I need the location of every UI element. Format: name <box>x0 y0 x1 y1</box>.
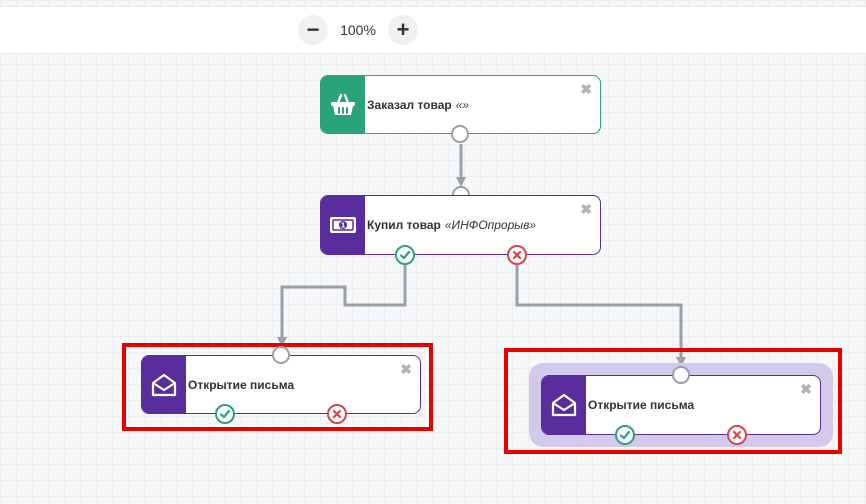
node-title-text: Заказал товар <box>367 97 452 112</box>
node-email-open-left[interactable]: Открытие письма ✖ <box>141 355 421 414</box>
cross-icon <box>732 430 742 440</box>
output-port[interactable] <box>451 125 469 143</box>
node-icon-box <box>542 376 586 434</box>
node-icon-box: 1 <box>321 196 365 254</box>
node-close-icon[interactable]: ✖ <box>400 361 412 377</box>
node-param: «» <box>455 97 470 112</box>
node-title: Открытие письма <box>188 377 295 392</box>
zoom-out-button[interactable]: − <box>298 15 328 45</box>
check-icon <box>399 250 411 260</box>
svg-text:1: 1 <box>341 222 346 230</box>
wire-yes-to-left <box>277 264 407 347</box>
input-port[interactable] <box>672 366 690 384</box>
node-icon-box <box>321 76 365 133</box>
node-title: Открытие письма <box>588 398 695 412</box>
cross-icon <box>512 250 522 260</box>
node-title-text: Купил товар <box>367 218 441 232</box>
yes-port[interactable] <box>215 404 235 424</box>
node-ordered-product[interactable]: Заказал товар«» ✖ <box>320 75 601 134</box>
node-close-icon[interactable]: ✖ <box>580 201 592 217</box>
highlight-box <box>122 343 433 431</box>
node-param: «ИНФОпрорыв» <box>444 218 537 232</box>
money-icon: 1 <box>330 217 356 233</box>
node-bought-product[interactable]: 1 Купил товар«ИНФОпрорыв» ✖ <box>320 195 601 255</box>
node-close-icon[interactable]: ✖ <box>580 81 592 97</box>
node-title: Заказал товар«» <box>367 98 469 112</box>
node-email-open-right[interactable]: Открытие письма ✖ <box>541 375 821 435</box>
zoom-level: 100% <box>340 22 376 38</box>
input-port[interactable] <box>272 346 290 364</box>
yes-port[interactable] <box>615 425 635 445</box>
no-port[interactable] <box>507 245 527 265</box>
node-title: Купил товар«ИНФОпрорыв» <box>367 218 536 232</box>
zoom-in-button[interactable]: + <box>388 15 418 45</box>
node-close-icon[interactable]: ✖ <box>800 381 812 397</box>
check-icon <box>619 430 631 440</box>
node-icon-box <box>142 356 186 413</box>
toolbar: − 100% + <box>0 6 866 54</box>
basket-icon <box>331 93 355 115</box>
cross-icon <box>332 409 342 419</box>
yes-port[interactable] <box>395 245 415 265</box>
envelope-open-icon <box>151 373 177 396</box>
check-icon <box>219 409 231 419</box>
no-port[interactable] <box>727 425 747 445</box>
wire-no-to-right <box>515 264 686 367</box>
highlight-box <box>504 348 842 454</box>
no-port[interactable] <box>327 404 347 424</box>
envelope-open-icon <box>551 393 577 417</box>
